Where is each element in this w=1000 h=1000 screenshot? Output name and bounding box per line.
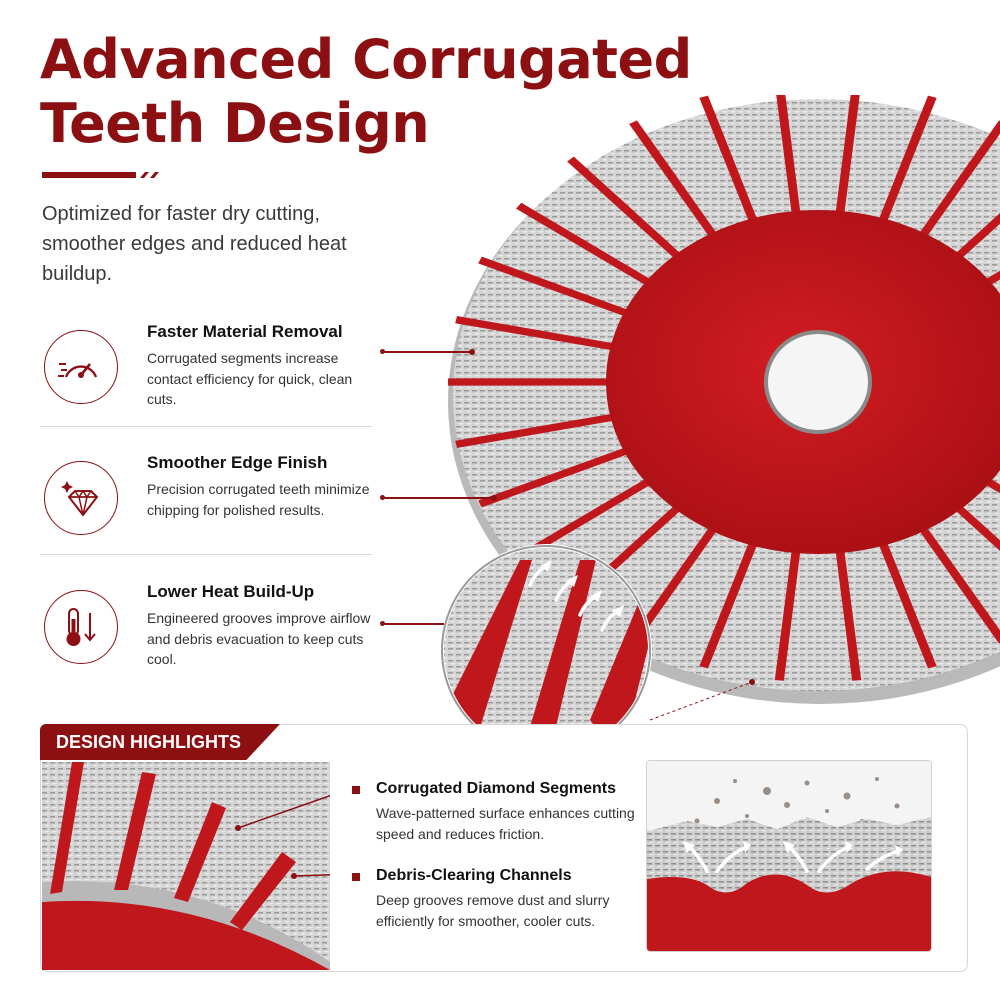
divider <box>40 554 372 555</box>
highlight-description: Wave-patterned surface enhances cutting … <box>376 805 635 842</box>
blade-groove <box>629 120 718 239</box>
blade-groove <box>567 156 683 260</box>
feature-faster-material-removal: Faster Material Removal Corrugated segme… <box>40 322 380 442</box>
blade-groove <box>835 548 862 681</box>
feature-description: Precision corrugated teeth minimize chip… <box>147 481 370 518</box>
blade-groove <box>918 120 1000 239</box>
title-line-1: Advanced Corrugated <box>40 28 692 91</box>
leader-dot <box>380 495 385 500</box>
feature-title: Faster Material Removal <box>147 322 343 341</box>
blade-groove <box>478 447 630 508</box>
blade-groove <box>455 413 616 448</box>
leader-dot <box>380 349 385 354</box>
blade-groove <box>699 540 758 669</box>
leader-line <box>384 351 472 353</box>
intro-text: Optimized for faster dry cutting, smooth… <box>42 203 347 285</box>
page-title: Advanced Corrugated Teeth Design <box>40 28 692 156</box>
feature-title: Lower Heat Build-Up <box>147 582 315 601</box>
blade-groove <box>448 378 611 386</box>
blade-groove <box>918 525 1000 644</box>
blade-groove <box>878 540 937 669</box>
speedometer-icon <box>44 330 118 404</box>
leader-line <box>384 497 494 499</box>
feature-smoother-edge-finish: Smoother Edge Finish Precision corrugate… <box>40 453 380 573</box>
leader-dot <box>380 621 385 626</box>
blade-groove <box>516 202 653 287</box>
divider <box>40 426 372 427</box>
blade-groove <box>699 95 758 224</box>
segment-closeup-image <box>42 762 330 970</box>
leader-line <box>384 623 444 625</box>
blade-groove <box>774 548 801 681</box>
design-highlights-tab: DESIGN HIGHLIGHTS <box>40 724 280 760</box>
debris-channels-image <box>646 760 932 952</box>
blade-groove <box>776 95 801 216</box>
blade-groove <box>516 477 653 562</box>
blade-groove <box>953 213 1000 260</box>
highlight-title: Corrugated Diamond Segments <box>376 780 617 797</box>
feature-description: Engineered grooves improve airflow and d… <box>147 610 371 667</box>
blade-groove <box>478 256 630 317</box>
blade-groove <box>878 95 937 224</box>
diamond-icon <box>44 461 118 535</box>
highlight-title: Debris-Clearing Channels <box>376 867 572 884</box>
blade-groove <box>953 504 1000 551</box>
blade-groove <box>835 95 860 216</box>
feature-lower-heat-build-up: Lower Heat Build-Up Engineered grooves i… <box>40 582 380 702</box>
highlight-description: Deep grooves remove dust and slurry effi… <box>376 892 610 929</box>
blade-groove <box>455 316 616 351</box>
title-underline <box>42 172 159 178</box>
bullet-square <box>352 873 360 881</box>
title-line-2: Teeth Design <box>40 92 430 155</box>
feature-description: Corrugated segments increase contact eff… <box>147 350 353 407</box>
blade-groove <box>629 525 718 644</box>
bullet-square <box>352 786 360 794</box>
thermometer-down-icon <box>44 590 118 664</box>
blade-image <box>440 95 1000 725</box>
feature-title: Smoother Edge Finish <box>147 453 328 472</box>
